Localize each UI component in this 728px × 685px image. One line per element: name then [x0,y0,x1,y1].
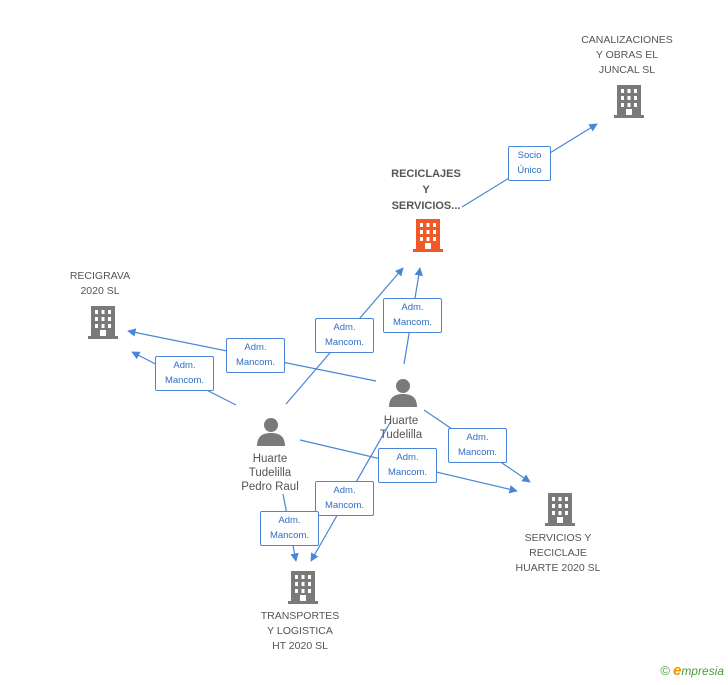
transportes-label[interactable]: TRANSPORTES Y LOGISTICA HT 2020 SL [260,610,340,652]
recigrava-label[interactable]: RECIGRAVA 2020 SL [69,270,131,297]
edge-label-other-transportes: Adm. Mancom. [315,481,374,516]
canalizaciones-label[interactable]: CANALIZACIONES Y OBRAS EL JUNCAL SL [581,34,673,76]
copyright-symbol: © [660,663,670,678]
edge-label-pedro-transportes: Adm. Mancom. [260,511,319,546]
recigrava-building-icon[interactable] [87,305,119,339]
transportes-building-icon[interactable] [287,570,319,604]
pedro-name-label[interactable]: Huarte Tudelilla Pedro Raul [241,453,299,493]
reciclajes-label[interactable]: RECICLAJES Y SERVICIOS... [391,168,461,212]
other-person-name-label[interactable]: Huarte Tudelilla ... [379,415,423,441]
edge-label-other-recigrava: Adm. Mancom. [226,338,285,373]
servicios-building-icon[interactable] [544,492,576,526]
brand-rest: mpresia [681,664,724,678]
canalizaciones-building-icon[interactable] [613,84,645,118]
edge-label-other-reciclajes: Adm. Mancom. [383,298,442,333]
pedro-person-icon[interactable] [256,416,286,446]
empresia-brand[interactable]: © empresia [660,662,724,679]
edge-label-pedro-servicios: Adm. Mancom. [378,448,437,483]
edge-label-other-servicios: Adm. Mancom. [448,428,507,463]
edge-label-pedro-recigrava: Adm. Mancom. [155,356,214,391]
servicios-label[interactable]: SERVICIOS Y RECICLAJE HUARTE 2020 SL [515,532,601,574]
reciclajes-building-icon[interactable] [412,218,444,252]
empresia-logo: empresia [673,662,724,679]
edge-label-socio-unico: Socio Único [508,146,551,181]
edge-label-pedro-reciclajes: Adm. Mancom. [315,318,374,353]
other-person-icon[interactable] [388,377,418,407]
brand-initial: e [672,662,682,679]
